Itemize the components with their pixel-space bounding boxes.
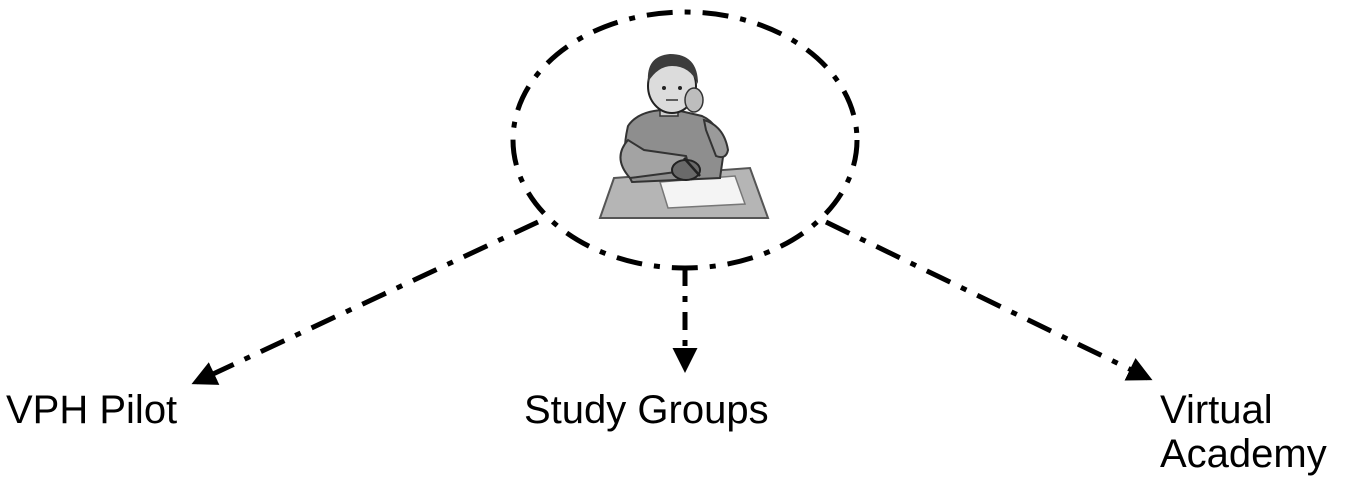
arrow-to-virtual-academy: [824, 219, 1153, 381]
node-label-virtual-academy: Virtual Academy: [1160, 388, 1327, 476]
node-label-virtual-academy-line1: Virtual: [1160, 388, 1273, 432]
node-label-vph-pilot: VPH Pilot: [6, 388, 178, 432]
node-label-study-groups: Study Groups: [524, 388, 769, 432]
student-at-desk-icon: [598, 54, 770, 219]
node-label-virtual-academy-line2: Academy: [1160, 432, 1327, 476]
arrow-to-vph-pilot: [191, 219, 540, 385]
